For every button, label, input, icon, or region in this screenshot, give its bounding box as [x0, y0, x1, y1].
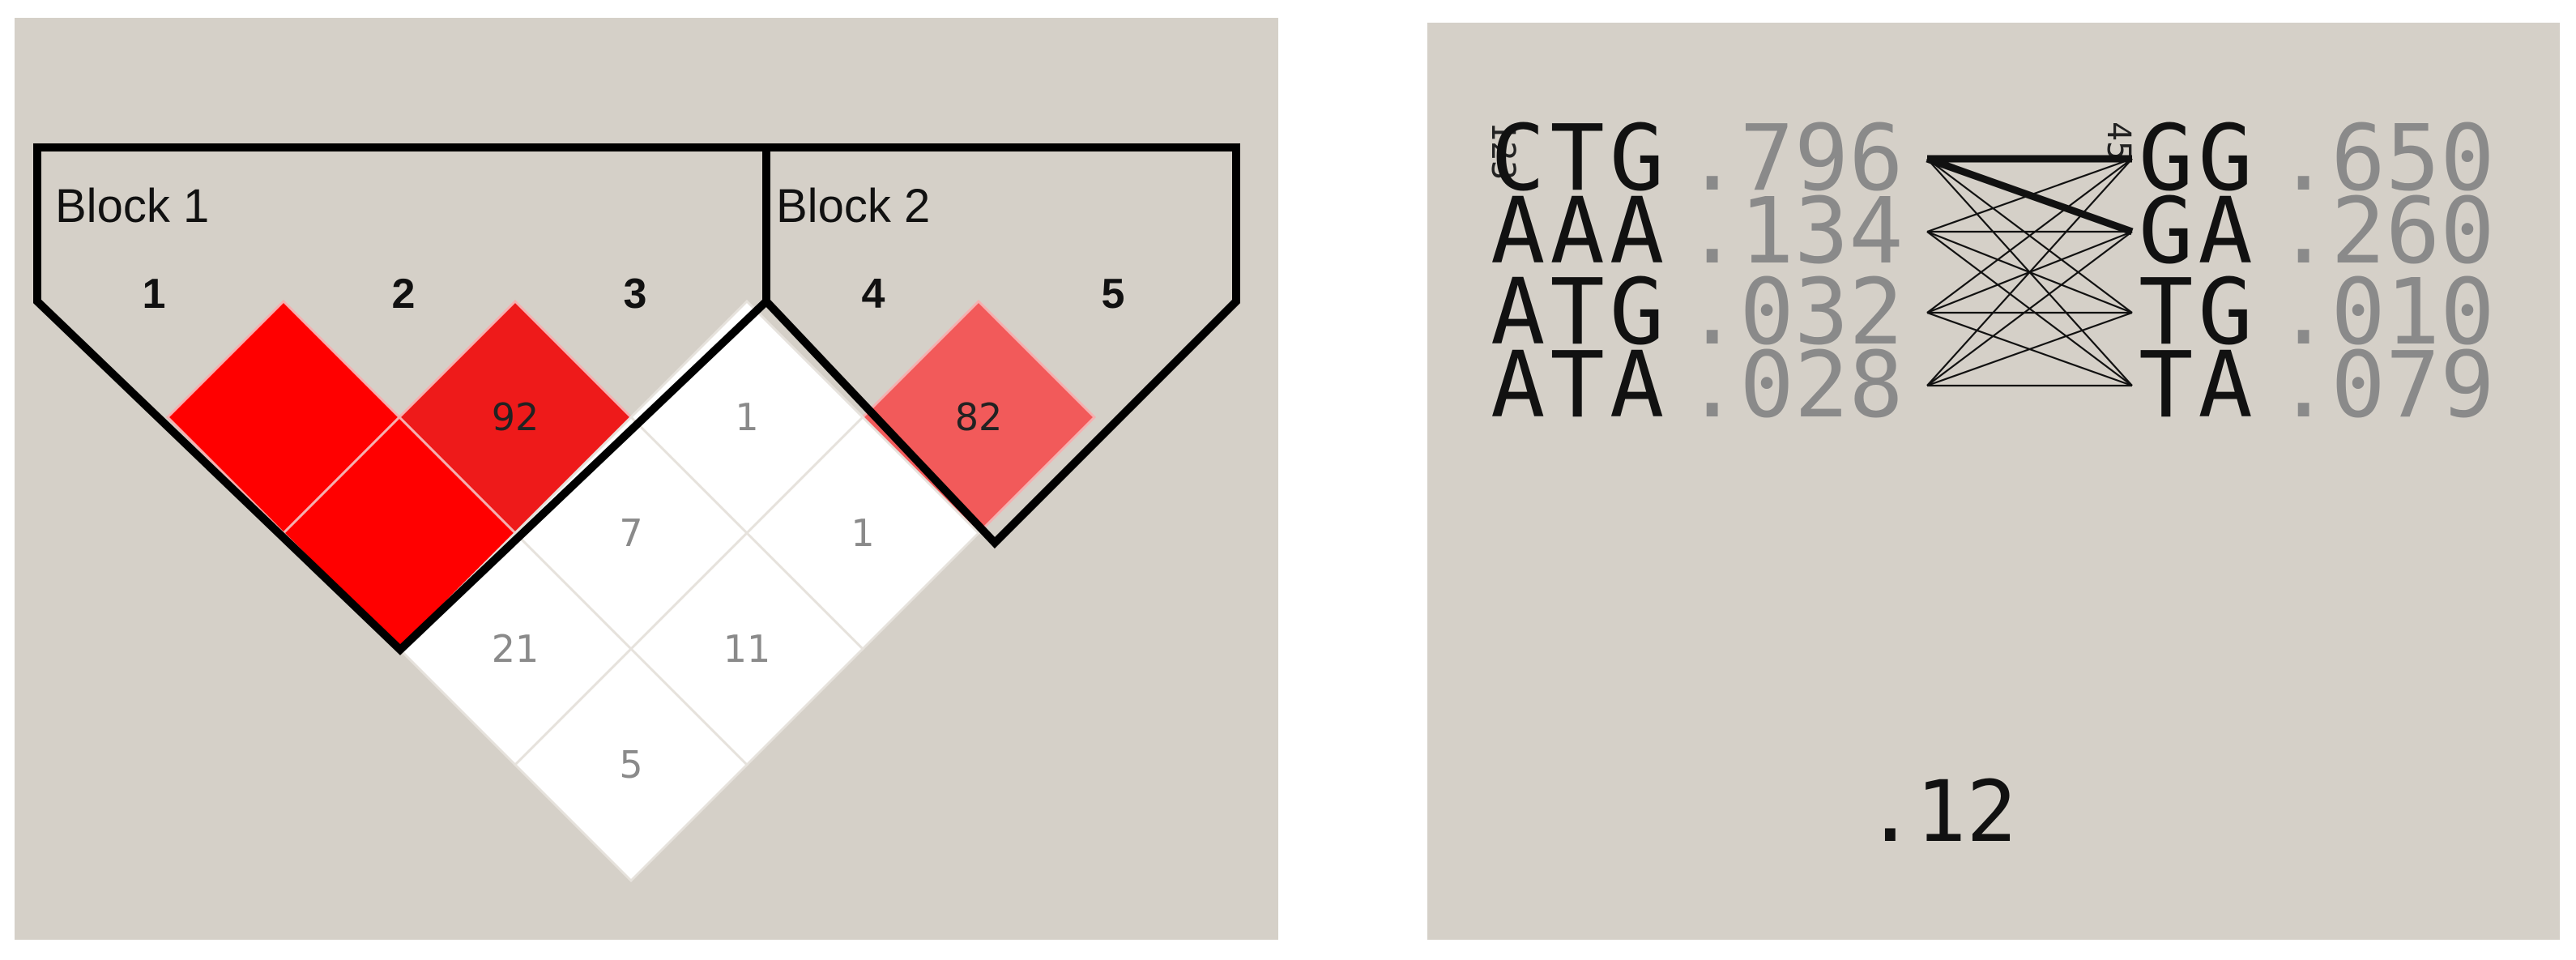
block-2-marker-index: 45	[2100, 122, 2137, 160]
multiallelic-d-value: .12	[1865, 762, 2017, 861]
block-1-marker-index: 123	[1484, 122, 1521, 180]
ld-cell-value-3-4: 1	[735, 395, 758, 439]
block-2-frequency-3: .010	[2276, 260, 2495, 365]
block-1-haplotype-2: AAA	[1491, 179, 1669, 284]
block-1-haplotype-4: ATA	[1491, 333, 1669, 438]
block-2-outline	[763, 143, 1240, 549]
block-2-label: Block 2	[776, 180, 930, 233]
block-2-haplotype-2: GA	[2139, 179, 2258, 284]
block-2-haplotype-3: TG	[2139, 260, 2258, 365]
block-1-frequency-3: .032	[1685, 260, 1904, 365]
block-2-haplotype-4: TA	[2139, 333, 2258, 438]
ld-cell-value-2-4: 7	[619, 511, 642, 555]
block-1-frequency-1: .796	[1685, 106, 1904, 211]
haplotype-link-4-2	[1926, 231, 2133, 386]
haplotype-connections	[1926, 155, 2134, 387]
block-2-haplotype-1: GG	[2139, 106, 2258, 211]
haplotype-link-2-1	[1926, 157, 2133, 233]
haplotype-link-4-1	[1926, 158, 2133, 386]
block-1-label: Block 1	[55, 180, 209, 233]
ld-cell-value-1-4: 21	[492, 627, 540, 671]
haplotype-link-4-3	[1926, 311, 2133, 387]
block-1-haplotype-3: ATG	[1491, 260, 1669, 365]
snp-label-1: 1	[143, 271, 166, 318]
ld-cell-value-4-5: 82	[955, 395, 1003, 439]
snp-label-4: 4	[862, 271, 885, 318]
block-1-haplotype-1: CTG	[1491, 106, 1669, 211]
ld-cell-1-5	[513, 646, 749, 883]
ld-cells: 92 1 82 7 1 21 11 5	[165, 299, 1097, 883]
ld-cell-value-2-3: 92	[492, 395, 540, 439]
block-1-frequency-2: .134	[1685, 179, 1904, 284]
block-1-frequency-4: .028	[1685, 333, 1904, 438]
ld-cell-value-1-5: 5	[619, 743, 642, 787]
haplotype-link-3-1	[1926, 158, 2133, 314]
snp-label-5: 5	[1102, 271, 1125, 318]
block-2-frequency-4: .079	[2276, 333, 2495, 438]
block-outlines	[33, 143, 1240, 655]
block-2-frequency-2: .260	[2276, 179, 2495, 284]
ld-plot: 92 1 82 7 1 21 11 5 Block 1 Block 2 1 2 3 4 5	[33, 143, 1240, 883]
ld-plot-panel: 92 1 82 7 1 21 11 5 Block 1 Block 2 1 2 3 4 5	[15, 18, 1278, 940]
ld-cell-value-3-5: 1	[851, 511, 874, 555]
ld-cell-value-2-5: 11	[723, 627, 771, 671]
block-1-outline	[33, 143, 770, 655]
block-2-frequency-1: .650	[2276, 106, 2495, 211]
snp-label-3: 3	[624, 271, 647, 318]
snp-label-2: 2	[392, 271, 416, 318]
